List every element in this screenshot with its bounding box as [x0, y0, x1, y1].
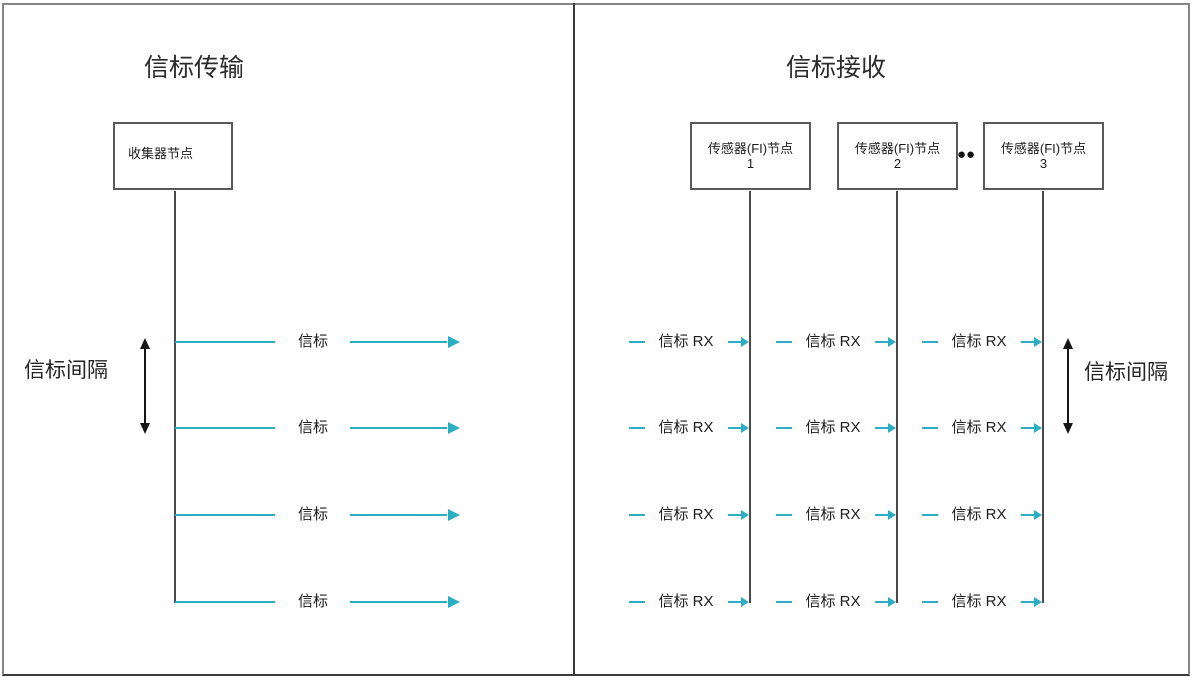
rx-dash [629, 514, 645, 516]
sensor-node-label: 传感器(FI)节点 [707, 141, 794, 156]
sensor-node-box-3: 传感器(FI)节点 3 [983, 122, 1104, 190]
rx-dash [776, 601, 792, 603]
arrow-up-head-icon [1063, 338, 1073, 349]
outer-border [2, 3, 1190, 676]
rx-label: 信标 RX [658, 419, 714, 436]
rx-dash [776, 427, 792, 429]
rx-dash [922, 341, 938, 343]
sensor-node-box-2: 传感器(FI)节点 2 [837, 122, 958, 190]
beacon-label: 信标 [297, 593, 328, 610]
beacon-label: 信标 [297, 333, 328, 350]
rx-dash [629, 341, 645, 343]
sensor-node-number: 1 [746, 156, 755, 171]
interval-label: 信标间隔 [24, 359, 108, 382]
beacon-rx-unit: 信标 RX [626, 504, 749, 526]
sensor-timeline-1 [749, 191, 751, 603]
sensor-node-label: 传感器(FI)节点 [1000, 141, 1087, 156]
rx-dash [629, 427, 645, 429]
beacon-arrow-icon [350, 422, 460, 434]
rx-label: 信标 RX [658, 506, 714, 523]
rx-arrow-icon [728, 336, 749, 348]
rx-label: 信标 RX [658, 593, 714, 610]
beacon-rx-unit: 信标 RX [773, 504, 896, 526]
arrow-down-head-icon [1063, 423, 1073, 434]
collector-node-box: 收集器节点 [113, 122, 233, 190]
beacon-line [175, 341, 275, 343]
beacon-rx-unit: 信标 RX [773, 591, 896, 613]
rx-arrow-icon [875, 336, 896, 348]
left-panel-title: 信标传输 [143, 54, 244, 82]
rx-dash [776, 341, 792, 343]
rx-arrow-icon [728, 422, 749, 434]
rx-dash [922, 427, 938, 429]
beacon-line [175, 601, 275, 603]
rx-dash [629, 601, 645, 603]
beacon-rx-unit: 信标 RX [919, 591, 1042, 613]
panel-divider [573, 3, 575, 676]
rx-label: 信标 RX [951, 333, 1007, 350]
rx-dash [776, 514, 792, 516]
rx-arrow-icon [875, 422, 896, 434]
beacon-arrow-icon [350, 509, 460, 521]
beacon-rx-unit: 信标 RX [626, 591, 749, 613]
beacon-label: 信标 [297, 419, 328, 436]
sensor-timeline-2 [896, 191, 898, 603]
sensor-timeline-3 [1042, 191, 1044, 603]
rx-label: 信标 RX [658, 333, 714, 350]
interval-arrow-icon [138, 338, 152, 434]
rx-arrow-icon [728, 509, 749, 521]
rx-label: 信标 RX [805, 506, 861, 523]
rx-arrow-icon [1021, 509, 1042, 521]
right-panel-title: 信标接收 [785, 54, 886, 82]
rx-arrow-icon [875, 509, 896, 521]
rx-label: 信标 RX [805, 593, 861, 610]
rx-arrow-icon [1021, 422, 1042, 434]
beacon-rx-unit: 信标 RX [919, 504, 1042, 526]
rx-label: 信标 RX [951, 593, 1007, 610]
rx-label: 信标 RX [805, 419, 861, 436]
beacon-arrow-icon [350, 596, 460, 608]
interval-arrow-icon [1061, 338, 1075, 434]
collector-timeline [174, 191, 176, 603]
interval-label: 信标间隔 [1084, 361, 1168, 384]
beacon-rx-unit: 信标 RX [626, 331, 749, 353]
rx-label: 信标 RX [951, 506, 1007, 523]
beacon-rx-unit: 信标 RX [919, 331, 1042, 353]
rx-label: 信标 RX [805, 333, 861, 350]
beacon-line [175, 427, 275, 429]
rx-arrow-icon [1021, 336, 1042, 348]
rx-dash [922, 514, 938, 516]
ellipsis-dots-icon: ●● [957, 146, 976, 163]
beacon-arrow-icon [350, 336, 460, 348]
beacon-line [175, 514, 275, 516]
beacon-rx-unit: 信标 RX [626, 417, 749, 439]
sensor-node-number: 3 [1039, 156, 1048, 171]
rx-arrow-icon [728, 596, 749, 608]
beacon-rx-unit: 信标 RX [773, 331, 896, 353]
beacon-rx-unit: 信标 RX [773, 417, 896, 439]
sensor-node-number: 2 [893, 156, 902, 171]
arrow-down-head-icon [140, 423, 150, 434]
rx-arrow-icon [875, 596, 896, 608]
rx-dash [922, 601, 938, 603]
collector-node-label: 收集器节点 [128, 146, 194, 161]
arrow-up-head-icon [140, 338, 150, 349]
sensor-node-box-1: 传感器(FI)节点 1 [690, 122, 811, 190]
sensor-node-label: 传感器(FI)节点 [854, 141, 941, 156]
beacon-rx-unit: 信标 RX [919, 417, 1042, 439]
rx-arrow-icon [1021, 596, 1042, 608]
rx-label: 信标 RX [951, 419, 1007, 436]
beacon-label: 信标 [297, 506, 328, 523]
